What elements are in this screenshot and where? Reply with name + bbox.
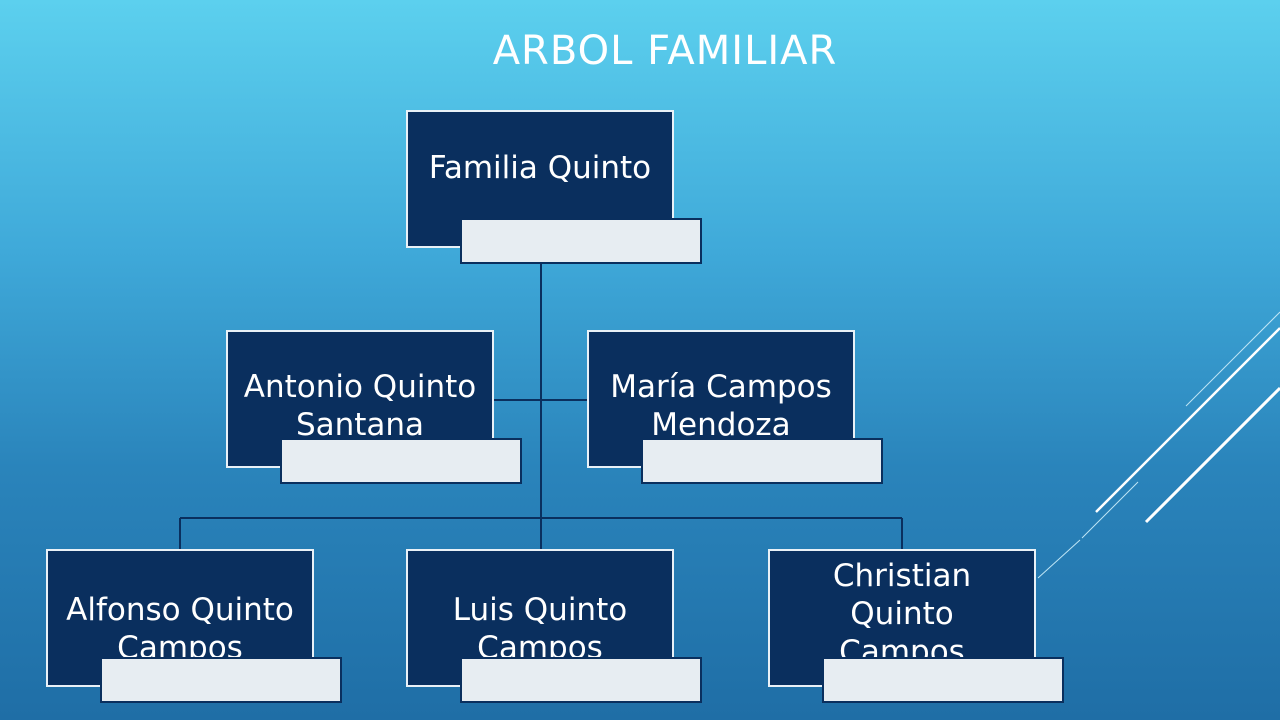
deco-line-4 (1081, 481, 1139, 539)
node-parent-mother-line-2: Mendoza (651, 407, 791, 443)
node-child-2-line-1: Luis Quinto (452, 592, 628, 628)
node-child-3-line-2: Quinto (850, 596, 954, 632)
node-child-3-tag (822, 657, 1064, 703)
node-parent-father-line-2: Santana (295, 407, 425, 443)
node-parent-mother-line-1: María Campos (610, 369, 832, 405)
deco-line-1 (1185, 311, 1280, 407)
node-root-tag (460, 218, 702, 264)
node-child-1-tag (100, 657, 342, 703)
slide-title: ARBOL FAMILIAR (492, 28, 838, 74)
node-child-1-line-1: Alfonso Quinto (66, 592, 294, 628)
node-parent-mother-tag (641, 438, 883, 484)
node-parent-father-line-1: Antonio Quinto (243, 369, 477, 405)
node-child-3-line-1: Christian (832, 558, 972, 594)
deco-line-5 (1037, 539, 1081, 579)
node-parent-father-tag (280, 438, 522, 484)
node-root-label: Familia Quinto (428, 150, 652, 186)
deco-line-2 (1095, 327, 1280, 513)
deco-line-3 (1144, 386, 1280, 524)
node-child-2-tag (460, 657, 702, 703)
